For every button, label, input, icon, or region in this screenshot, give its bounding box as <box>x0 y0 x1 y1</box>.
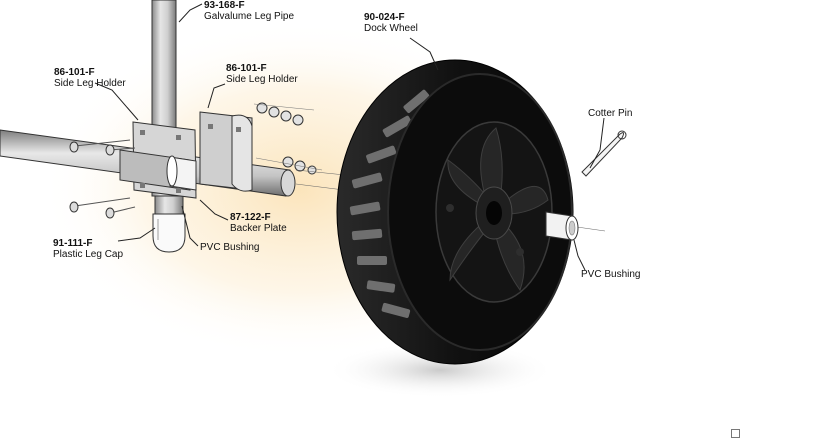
leader-lines <box>94 3 605 271</box>
tread-ribs <box>349 89 430 319</box>
callout-dock-wheel: 90-024-F Dock Wheel <box>364 12 418 34</box>
part-number: 86-101-F <box>54 67 95 78</box>
part-name: PVC Bushing <box>581 269 641 280</box>
cotter-pin <box>581 130 627 177</box>
callout-backer-plate: 87-122-F Backer Plate <box>230 212 287 234</box>
part-number: 87-122-F <box>230 212 271 223</box>
part-name: PVC Bushing <box>200 242 260 253</box>
part-number: 93-168-F <box>204 0 245 11</box>
corner-checkbox-icon[interactable] <box>731 429 740 438</box>
bolts <box>69 139 136 219</box>
part-name: Side Leg Holder <box>54 78 126 89</box>
pvc-bushing-right-shape <box>545 211 579 241</box>
callout-side-leg-holder-left: 86-101-F Side Leg Holder <box>54 67 126 89</box>
callout-galvalume-leg-pipe: 93-168-F Galvalume Leg Pipe <box>204 0 294 22</box>
nuts-washers <box>253 102 323 175</box>
pvc-bushing-left-shape <box>166 155 197 191</box>
wheel-shadow <box>325 342 555 398</box>
callout-cotter-pin: Cotter Pin <box>588 108 632 119</box>
callout-side-leg-holder-right: 86-101-F Side Leg Holder <box>226 63 298 85</box>
part-name: Backer Plate <box>230 223 287 234</box>
callout-pvc-bushing-left: PVC Bushing <box>200 242 259 253</box>
part-name: Galvalume Leg Pipe <box>204 11 295 22</box>
plastic-leg-cap <box>152 213 186 253</box>
part-name: Dock Wheel <box>364 23 418 34</box>
part-number: 91-111-F <box>53 238 93 249</box>
part-name: Side Leg Holder <box>226 74 298 85</box>
part-name: Cotter Pin <box>588 108 633 119</box>
part-number: 90-024-F <box>364 12 405 23</box>
dock-wheel <box>336 59 574 365</box>
part-name: Plastic Leg Cap <box>53 249 124 260</box>
side-leg-holder-right <box>199 111 253 192</box>
callout-pvc-bushing-right: PVC Bushing <box>581 269 640 280</box>
callout-plastic-leg-cap: 91-111-F Plastic Leg Cap <box>53 238 123 260</box>
part-number: 86-101-F <box>226 63 267 74</box>
